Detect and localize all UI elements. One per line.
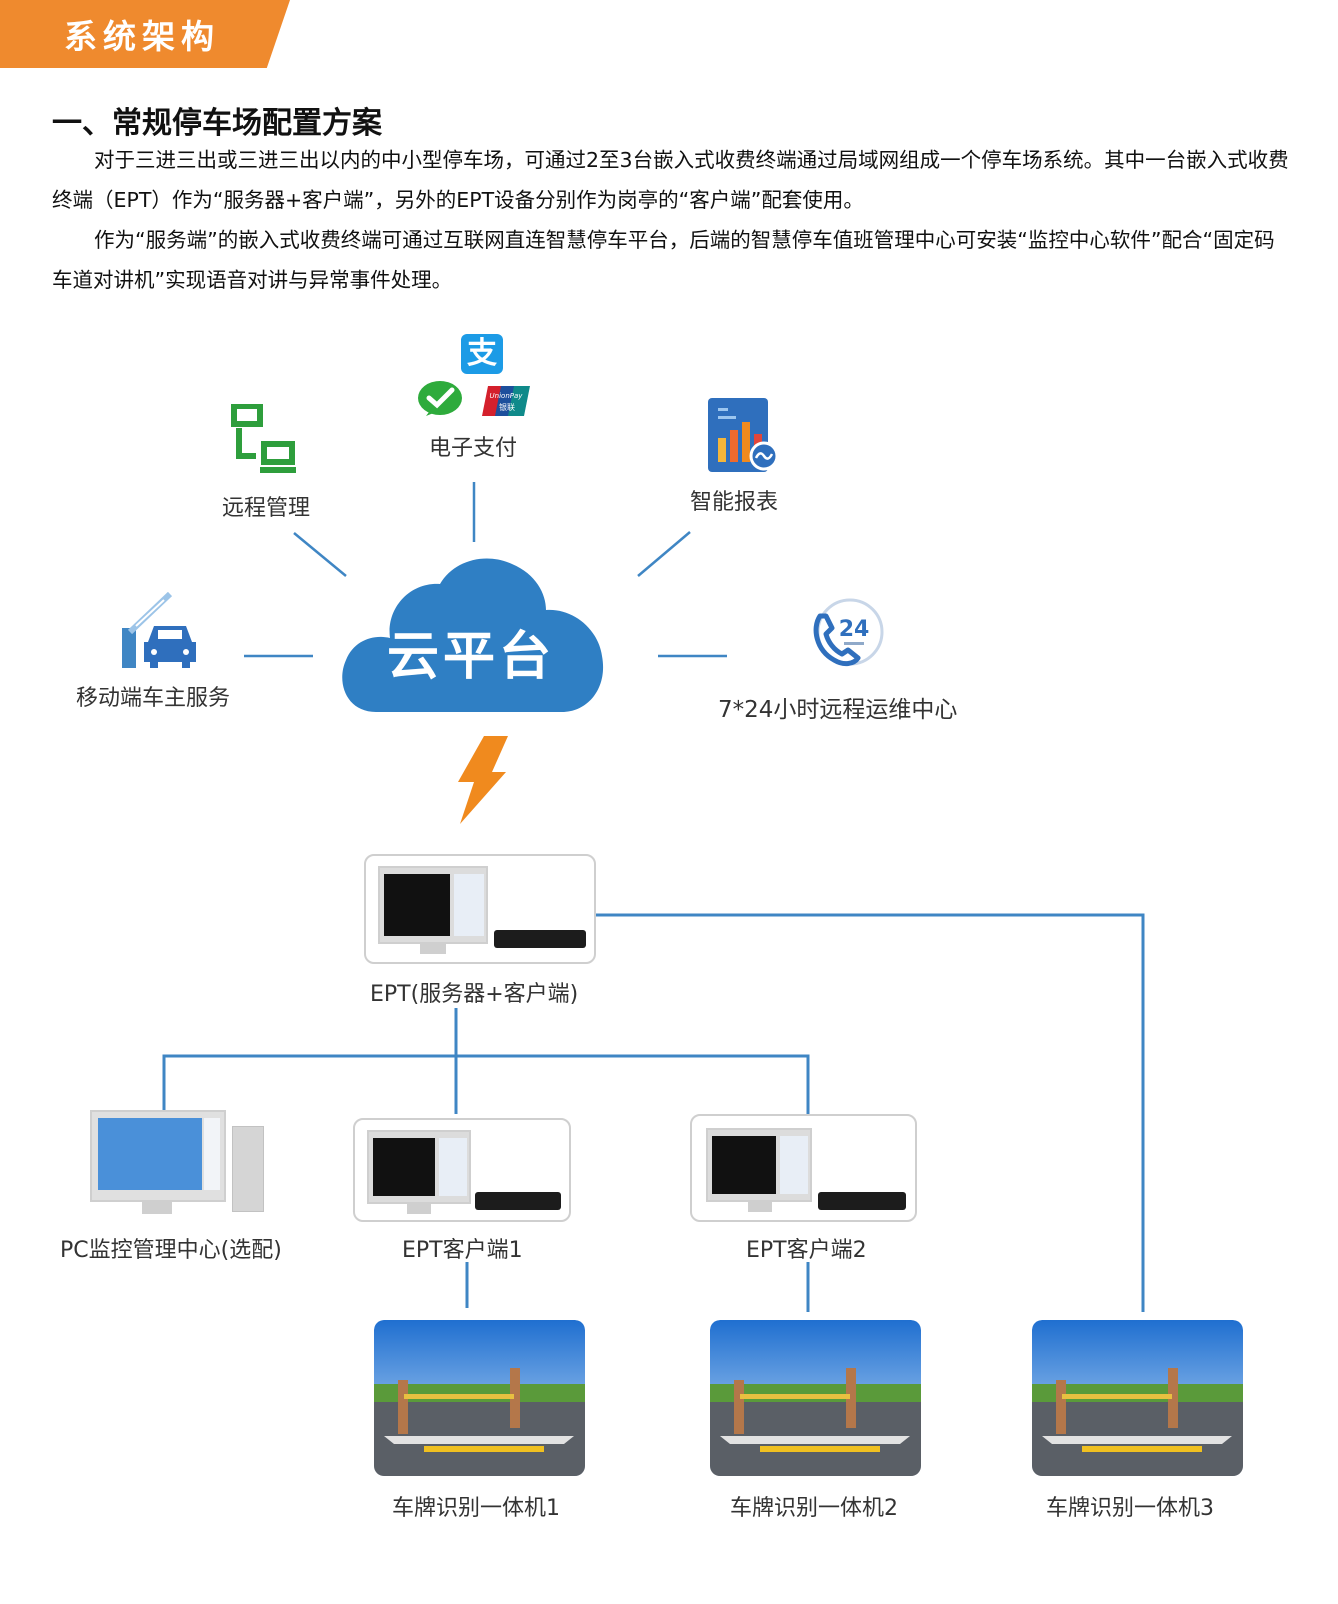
- intro-paragraph-2: 作为“服务端”的嵌入式收费终端可通过互联网直连智慧停车平台，后端的智慧停车值班管…: [52, 228, 1275, 292]
- monitor-icon: [706, 1128, 812, 1202]
- unionpay-text: UnionPay: [490, 392, 524, 400]
- pc-stand: [142, 1202, 172, 1214]
- cloud-shape: [342, 558, 604, 712]
- unionpay-icon: UnionPay 银联: [482, 386, 530, 416]
- wechat-pay-icon: [418, 381, 462, 416]
- lpr-camera-3-label: 车牌识别一体机3: [1046, 1496, 1214, 1521]
- pc-tower-icon: [232, 1126, 264, 1212]
- support-24h-icon: 24: [813, 598, 884, 667]
- network-icon: [231, 404, 296, 473]
- service-payment-label: 电子支付: [429, 436, 518, 461]
- barrier-car-icon: [122, 592, 196, 668]
- section-badge-text: 系统架构: [64, 17, 220, 56]
- lpr-camera-1-image: [374, 1320, 585, 1476]
- monitor-screen: [384, 874, 450, 936]
- monitor-screen: [373, 1138, 435, 1196]
- section-heading: 一、常规停车场配置方案: [52, 106, 382, 141]
- ept-client-2-label: EPT客户端2: [746, 1238, 867, 1263]
- service-mobile-label: 移动端车主服务: [76, 686, 231, 711]
- monitor-stand: [407, 1204, 431, 1214]
- unionpay-cn-text: 银联: [499, 402, 515, 412]
- ept-device-icon: [475, 1192, 561, 1210]
- alipay-icon: 支: [461, 334, 503, 374]
- ept-client-1-node[interactable]: [353, 1118, 571, 1222]
- ept-client-2-node[interactable]: [690, 1114, 917, 1222]
- report-icon: [708, 398, 779, 472]
- monitor-panel: [780, 1136, 808, 1194]
- monitor-panel: [454, 874, 484, 936]
- service-report-label: 智能报表: [690, 490, 779, 515]
- ept-client-1-label: EPT客户端1: [402, 1238, 523, 1263]
- service-remote-label: 远程管理: [222, 496, 311, 521]
- lpr-camera-1-label: 车牌识别一体机1: [392, 1496, 560, 1521]
- lpr-camera-3-image: [1032, 1320, 1243, 1476]
- monitor-stand: [420, 944, 446, 954]
- ept-server-label: EPT(服务器+客户端): [370, 982, 579, 1007]
- ept-device-icon: [494, 930, 586, 948]
- monitor-panel: [439, 1138, 467, 1196]
- intro-paragraph-1: 对于三进三出或三进三出以内的中小型停车场，可通过2至3台嵌入式收费终端通过局域网…: [52, 148, 1289, 212]
- alipay-glyph: 支: [467, 336, 497, 371]
- monitor-icon: [378, 866, 488, 944]
- service-ops-label: 7*24小时远程运维中心: [718, 697, 958, 723]
- pc-screen: [98, 1118, 202, 1190]
- pc-screen-panel: [204, 1118, 220, 1190]
- ept-device-icon: [818, 1192, 906, 1210]
- cloud-label: 云平台: [386, 627, 555, 687]
- lpr-camera-2-label: 车牌识别一体机2: [730, 1496, 898, 1521]
- lpr-camera-2-image: [710, 1320, 921, 1476]
- ept-server-node[interactable]: [364, 854, 596, 964]
- monitor-icon: [367, 1130, 471, 1204]
- monitor-stand: [748, 1202, 772, 1212]
- cloud-connectors: [244, 482, 727, 658]
- monitor-screen: [712, 1136, 776, 1194]
- pc-center-label: PC监控管理中心(选配): [60, 1238, 282, 1263]
- pc-monitor-icon: [90, 1110, 226, 1202]
- section-badge: [0, 0, 290, 68]
- support-24-text: 24: [839, 617, 870, 642]
- lightning-icon: [458, 736, 508, 824]
- network-connectors: [162, 913, 1145, 1312]
